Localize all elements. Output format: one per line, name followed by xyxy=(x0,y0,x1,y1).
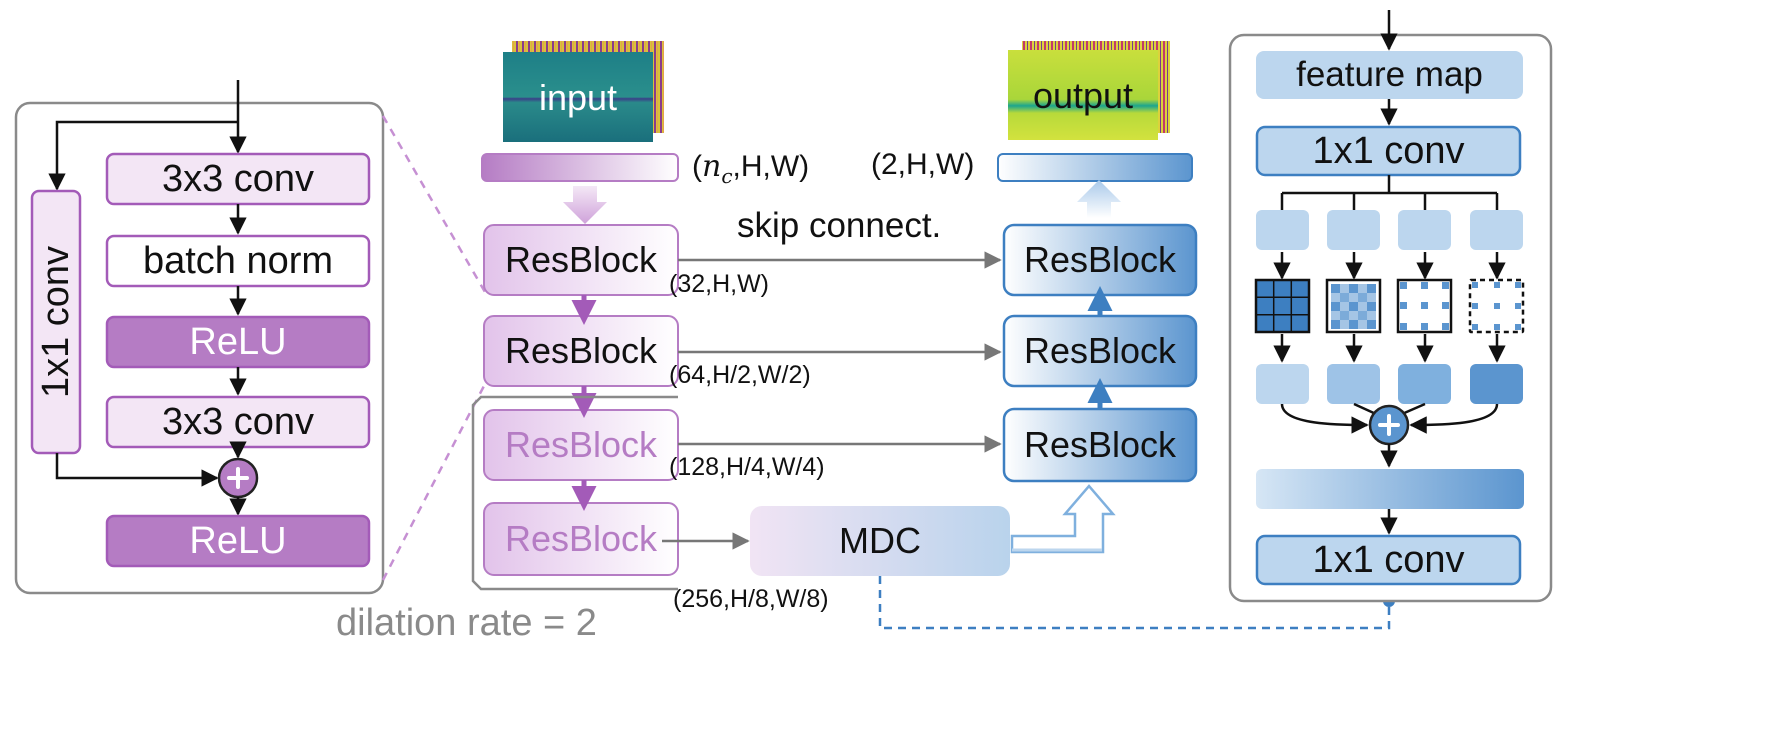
input-down-arrow xyxy=(563,186,607,224)
feature-map-box xyxy=(1256,51,1523,99)
kernel-dilation-2-icon xyxy=(1325,278,1382,334)
batch-norm-label: batch norm xyxy=(142,239,334,282)
dims-label-2: (64,H/2,W/2) xyxy=(669,361,811,389)
output-spectrogram-front xyxy=(1008,50,1158,140)
kernel-dilation-3-icon xyxy=(1396,278,1453,334)
mdc-box xyxy=(750,506,1010,576)
branch-out-2 xyxy=(1327,364,1380,404)
output-dims-label: (2,H,W) xyxy=(871,148,975,181)
input-dims-label: (nc,H,W) xyxy=(692,149,810,188)
merge-stem-3 xyxy=(1401,402,1426,416)
merge-curve-left xyxy=(1280,403,1369,434)
conv-out-box xyxy=(1255,534,1522,586)
conv3x3-top-label: 3x3 conv xyxy=(161,157,315,200)
skip-connect-label: skip connect. xyxy=(737,206,942,245)
decoder-block-3-label: ResBlock xyxy=(1023,424,1177,465)
branch-out-4 xyxy=(1470,364,1523,404)
dims-label-1: (32,H,W) xyxy=(669,270,769,298)
conv-out-label: 1x1 conv xyxy=(1312,538,1465,581)
output-up-arrow xyxy=(1077,180,1121,218)
shortcut-conv-label: 1x1 conv xyxy=(34,245,77,399)
relu-out-label: ReLU xyxy=(189,519,287,562)
concat-feature-bar xyxy=(1256,469,1524,509)
conv-in-label: 1x1 conv xyxy=(1312,129,1465,172)
relu-out-box xyxy=(105,514,371,568)
encoder-block-2-label: ResBlock xyxy=(504,330,658,371)
feature-map-label: feature map xyxy=(1296,55,1483,94)
branch-out-3 xyxy=(1398,364,1451,404)
dilation-rate-label: dilation rate = 2 xyxy=(336,602,597,644)
merge-stem-2 xyxy=(1353,402,1377,416)
relu-mid-label: ReLU xyxy=(189,320,287,363)
decoder-block-1-label: ResBlock xyxy=(1023,239,1177,280)
add-plus-glyph xyxy=(227,467,249,489)
conv3x3-bottom-label: 3x3 conv xyxy=(161,400,315,443)
shortcut-merge-line xyxy=(55,453,219,487)
dims-label-4: (256,H/8,W/8) xyxy=(673,585,829,613)
mdc-add-plus-glyph xyxy=(1378,414,1400,436)
branch-in-1 xyxy=(1256,210,1309,250)
input-label: input xyxy=(538,77,618,118)
input-dims-prefix: ( xyxy=(692,150,702,183)
input-tensor-bar xyxy=(481,153,679,182)
decoder-block-2-label: ResBlock xyxy=(1023,330,1177,371)
input-dims-var: n xyxy=(702,149,722,184)
input-dims-suffix: ,H,W) xyxy=(732,150,810,183)
input-spectrogram-front xyxy=(503,52,653,142)
kernel-dilation-4-icon xyxy=(1468,278,1525,334)
dashed-zoom-line-top xyxy=(381,115,487,293)
kernel-dilation-1-icon xyxy=(1254,278,1311,334)
dims-label-3: (128,H/4,W/4) xyxy=(669,453,825,481)
encoder-block-1-label: ResBlock xyxy=(504,239,658,280)
branch-out-1 xyxy=(1256,364,1309,404)
branch-in-2 xyxy=(1327,210,1380,250)
branch-in-3 xyxy=(1398,210,1451,250)
input-dims-sub: c xyxy=(721,164,733,188)
dashed-zoom-line-bottom xyxy=(381,383,487,581)
shortcut-branch-line xyxy=(48,120,238,191)
output-tensor-bar xyxy=(997,153,1193,182)
dilation-group-outline xyxy=(471,395,678,591)
output-label: output xyxy=(1032,75,1134,116)
branch-in-4 xyxy=(1470,210,1523,250)
mdc-label: MDC xyxy=(839,520,921,561)
merge-curve-right xyxy=(1409,403,1499,434)
encoder-block-4-label: ResBlock xyxy=(504,518,658,559)
encoder-block-3-label: ResBlock xyxy=(504,424,658,465)
mdc-to-decoder-arrow xyxy=(1010,484,1116,554)
mdc-zoom-dashed-line xyxy=(878,576,1391,630)
